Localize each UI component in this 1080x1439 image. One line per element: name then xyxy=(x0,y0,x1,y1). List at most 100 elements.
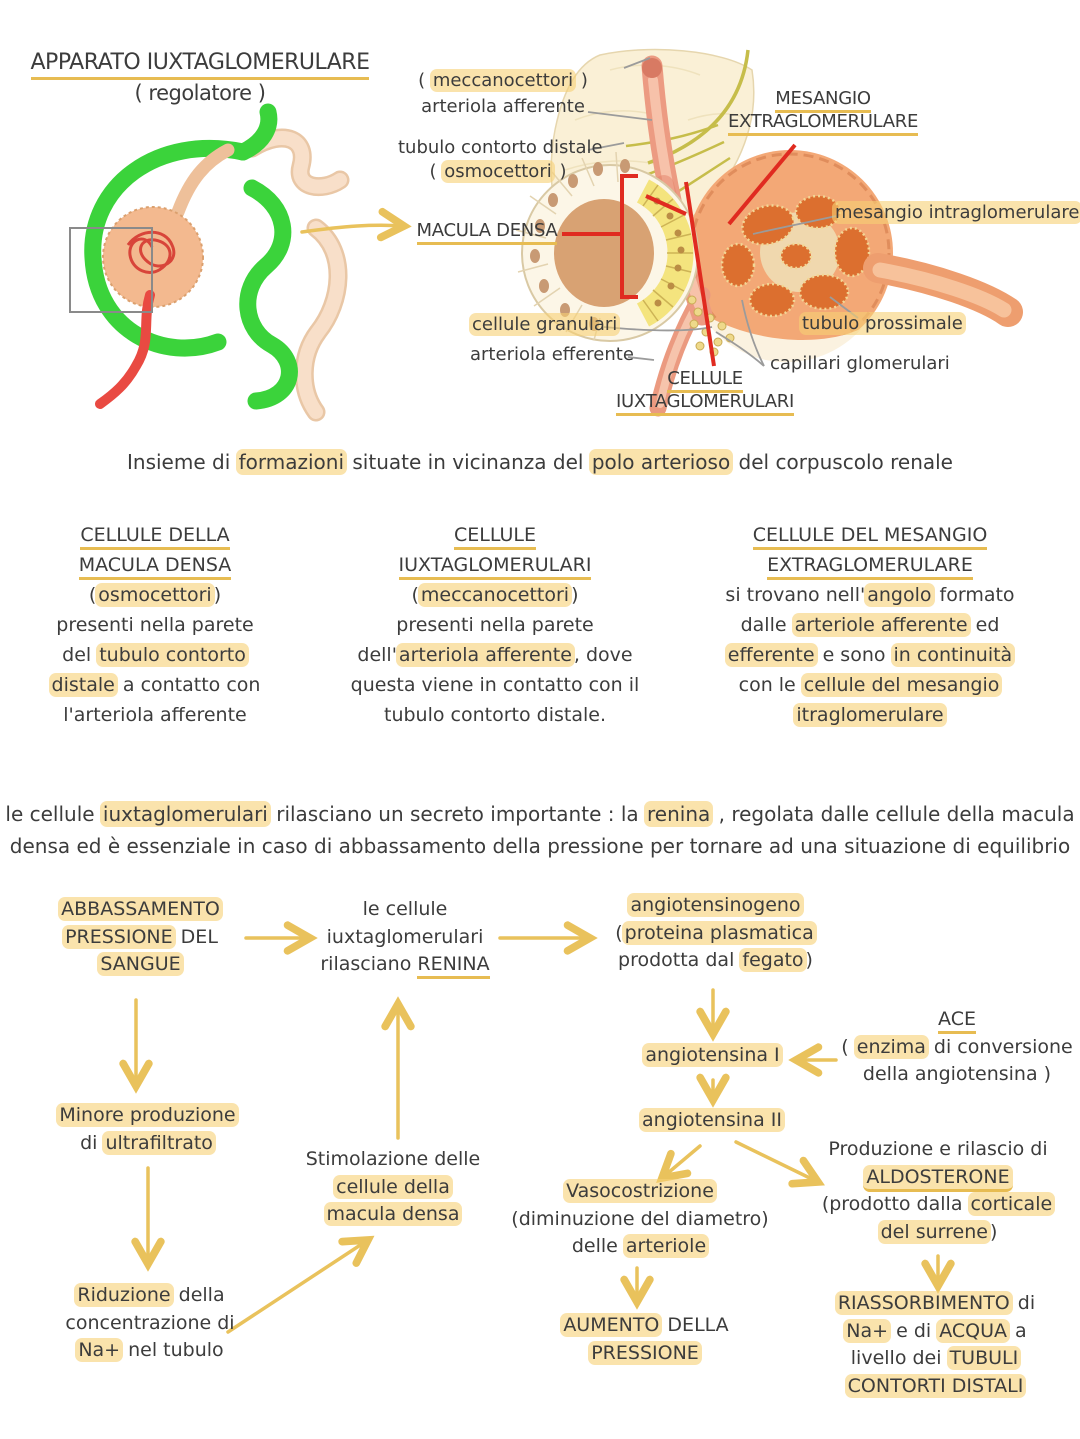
label-arteriola-efferente: arteriola efferente xyxy=(470,344,634,367)
text-segment: in continuità xyxy=(890,643,1016,668)
text-segment: livello dei xyxy=(850,1347,948,1370)
text-line: questa viene in contatto con il xyxy=(330,670,660,700)
text-segment: CELLULE DELLA xyxy=(80,524,230,550)
text-segment: osmocettori xyxy=(95,583,215,608)
text-line: dell'arteriola afferente, dove xyxy=(330,640,660,670)
text-line: ( osmocettori ) xyxy=(398,160,598,184)
text-segment: ACQUA xyxy=(936,1318,1011,1343)
text-segment: del surrene xyxy=(877,1219,991,1244)
text-segment: MACULA DENSA xyxy=(416,220,558,245)
text-line: della angiotensina ) xyxy=(838,1061,1076,1089)
text-segment: (diminuzione del diametro) xyxy=(511,1207,769,1230)
text-segment: Vasocostrizione xyxy=(563,1179,717,1203)
text-segment: itraglomerulare xyxy=(793,703,947,728)
text-line: CONTORTI DISTALI xyxy=(808,1373,1063,1401)
text-segment: di conversione xyxy=(927,1035,1073,1058)
nephron-sketch xyxy=(69,103,350,422)
text-segment: a xyxy=(1009,1319,1027,1342)
text-segment: presenti nella parete xyxy=(56,614,254,637)
text-line: angiotensina II xyxy=(622,1107,802,1135)
text-line: itraglomerulare xyxy=(690,700,1050,730)
flow-node-angiotensina-1: angiotensina I xyxy=(630,1042,795,1070)
flow-node-vasocostrizione: Vasocostrizione (diminuzione del diametro… xyxy=(500,1178,780,1261)
text-segment: cellule granulari xyxy=(469,313,621,336)
text-segment: arteriole afferente xyxy=(791,613,971,638)
text-segment: formato xyxy=(933,584,1015,607)
text-line: cellule della xyxy=(293,1174,493,1202)
text-line: del surrene) xyxy=(812,1219,1064,1247)
text-line: ( meccanocettori ) xyxy=(418,69,588,93)
text-segment: iuxtaglomerulari xyxy=(326,925,484,948)
text-segment: TUBULI xyxy=(946,1346,1022,1371)
text-segment: le cellule xyxy=(5,802,101,826)
text-segment: tubulo prossimale xyxy=(799,312,966,335)
text-segment: tubulo contorto distale xyxy=(398,137,603,158)
text-segment: CELLULE xyxy=(454,524,536,550)
text-segment: situate in vicinanza del xyxy=(346,450,590,474)
text-line: (osmocettori) xyxy=(30,580,280,610)
text-segment: ) xyxy=(575,70,588,91)
text-segment: Na+ xyxy=(843,1318,892,1343)
text-segment: proteina plasmatica xyxy=(621,920,817,945)
text-segment: rilasciano xyxy=(320,953,418,976)
text-segment: capillari glomerulari xyxy=(770,353,950,374)
text-line: (diminuzione del diametro) xyxy=(500,1206,780,1234)
text-segment: di xyxy=(1011,1292,1036,1314)
text-line: macula densa xyxy=(293,1201,493,1229)
text-segment: mesangio intraglomerulare xyxy=(832,201,1080,224)
text-segment: questa viene in contatto con il xyxy=(350,674,640,697)
text-segment: IUXTAGLOMERULARI xyxy=(616,390,794,416)
red-annotation-lines xyxy=(562,143,797,367)
text-line: mesangio intraglomerulare xyxy=(832,201,1080,225)
text-segment: MESANGIO xyxy=(775,88,871,113)
text-line: Na+ nel tubulo xyxy=(30,1337,270,1365)
text-segment: angolo xyxy=(864,583,935,608)
text-segment: Stimolazione delle xyxy=(305,1148,481,1170)
text-segment: densa ed è essenziale in caso di abbassa… xyxy=(9,834,1071,859)
text-segment: arteriola afferente xyxy=(421,96,585,117)
text-line: capillari glomerulari xyxy=(770,353,950,376)
text-segment: , regolata dalle cellule della macula xyxy=(712,802,1075,826)
text-line: Insieme di formazioni situate in vicinan… xyxy=(0,449,1080,475)
text-line: (meccanocettori) xyxy=(330,580,660,610)
text-segment: concentrazione di xyxy=(65,1311,235,1334)
text-segment: arteriola efferente xyxy=(470,344,634,365)
text-segment: ( xyxy=(429,161,443,182)
text-segment: della angiotensina ) xyxy=(862,1063,1052,1086)
text-segment: osmocettori xyxy=(441,160,555,183)
text-line: presenti nella parete xyxy=(330,610,660,640)
text-segment: RENINA xyxy=(417,953,490,980)
text-line: EXTRAGLOMERULARE xyxy=(690,550,1050,581)
text-segment: angiotensina I xyxy=(642,1043,783,1067)
text-line: Na+ e di ACQUA a xyxy=(808,1318,1063,1346)
text-segment: ( xyxy=(411,584,419,607)
text-segment: di xyxy=(80,1131,104,1154)
text-segment: CONTORTI DISTALI xyxy=(844,1373,1027,1398)
text-line: densa ed è essenziale in caso di abbassa… xyxy=(0,830,1080,862)
text-line: MACULA DENSA xyxy=(412,220,562,245)
text-line: ACE xyxy=(838,1006,1076,1034)
text-segment: ) xyxy=(571,584,579,607)
text-segment: delle xyxy=(571,1235,624,1258)
text-segment: CELLULE DEL MESANGIO xyxy=(752,524,988,550)
text-segment: Riduzione xyxy=(74,1283,174,1307)
text-line: EXTRAGLOMERULARE xyxy=(723,110,923,136)
text-segment: corticale xyxy=(967,1192,1056,1217)
text-line: tubulo prossimale xyxy=(799,312,966,336)
text-segment: ed xyxy=(969,614,1000,637)
text-line: arteriola efferente xyxy=(470,344,634,367)
text-segment: a contatto con xyxy=(116,674,261,697)
text-segment: Minore produzione xyxy=(56,1103,239,1127)
text-line: distale a contatto con xyxy=(30,670,280,700)
text-line: arteriola afferente xyxy=(418,96,588,119)
intro-sentence: Insieme di formazioni situate in vicinan… xyxy=(0,449,1080,475)
text-line: Stimolazione delle xyxy=(293,1146,493,1174)
text-segment: renina xyxy=(644,801,714,827)
text-line: efferente e sono in continuità xyxy=(690,640,1050,670)
text-segment: arteriola afferente xyxy=(395,643,575,668)
